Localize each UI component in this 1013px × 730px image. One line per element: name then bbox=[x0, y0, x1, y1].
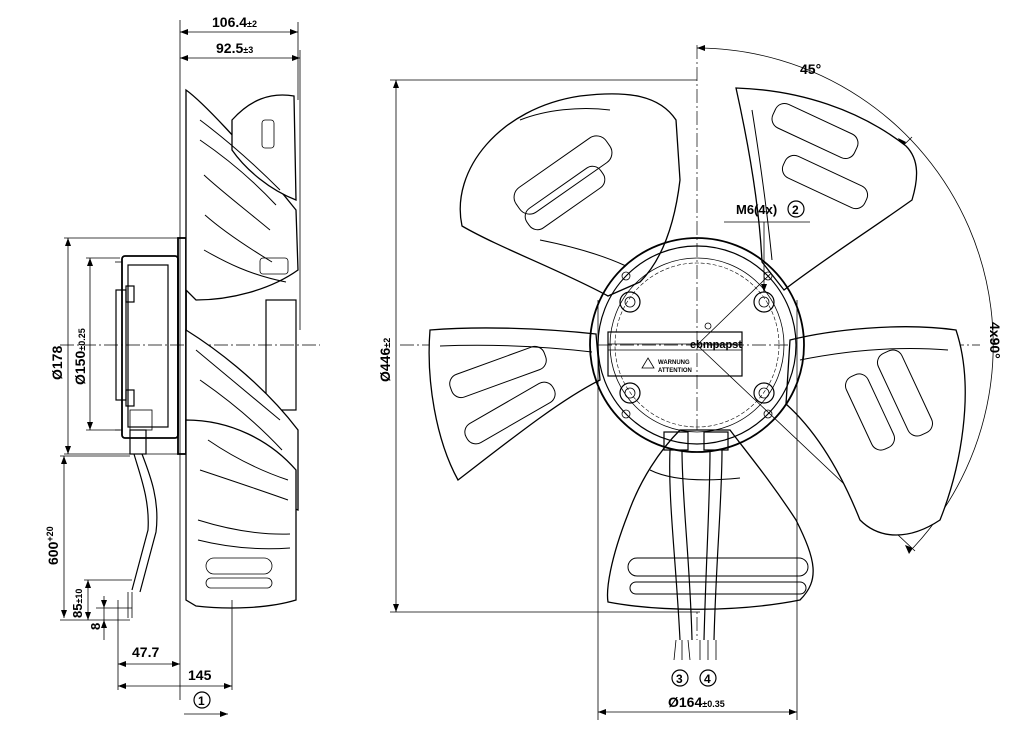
callout-4: 4 bbox=[699, 669, 717, 687]
warning-label-2: ATTENTION bbox=[658, 368, 692, 374]
dim-blade-depth: 92.5±3 bbox=[216, 40, 253, 56]
fan-blade-right bbox=[785, 326, 966, 536]
dim-angle-45: 45° bbox=[800, 61, 821, 77]
cable-glands bbox=[663, 431, 729, 661]
callout-2: 2 bbox=[792, 203, 799, 217]
dim-strip-length: 85±10 bbox=[70, 589, 85, 618]
warning-label-1: WARNUNG bbox=[658, 360, 690, 366]
dim-overall-length: 145 bbox=[188, 667, 212, 683]
front-view: Ø446±2 45° 4x90° bbox=[377, 45, 1003, 720]
dim-cable-length: 600+20 bbox=[45, 526, 61, 565]
svg-text:1: 1 bbox=[198, 694, 205, 708]
fan-blade-top-left bbox=[459, 93, 681, 297]
svg-text:3: 3 bbox=[676, 672, 683, 686]
dim-bolt-circle: Ø164±0.35 bbox=[668, 694, 725, 710]
rating-label: ebmpapst WARNUNG ATTENTION bbox=[607, 331, 743, 377]
callout-3: 3 bbox=[671, 669, 689, 687]
dim-end-sleeve: 8 bbox=[88, 623, 103, 630]
svg-text:4: 4 bbox=[704, 672, 711, 686]
callout-1: 1 bbox=[184, 691, 228, 717]
fan-blade-top-right bbox=[735, 87, 918, 291]
dim-overall-depth: 106.4±2 bbox=[212, 14, 257, 30]
dim-housing-dia: Ø178 bbox=[49, 346, 65, 380]
brand-label: ebmpapst bbox=[690, 339, 742, 351]
dim-cable-offset: 47.7 bbox=[132, 644, 159, 660]
thread-callout: M6(4x) 2 bbox=[724, 200, 810, 292]
dim-outer-dia: Ø446±2 bbox=[377, 338, 393, 382]
dim-angle-4x90: 4x90° bbox=[987, 322, 1003, 359]
thread-label: M6(4x) bbox=[736, 202, 777, 217]
fan-blade-left bbox=[428, 327, 601, 481]
dim-flange-dia: Ø150±0.25 bbox=[72, 328, 88, 385]
side-view: 106.4±2 92.5±3 bbox=[45, 14, 320, 717]
mounting-holes bbox=[619, 271, 775, 419]
